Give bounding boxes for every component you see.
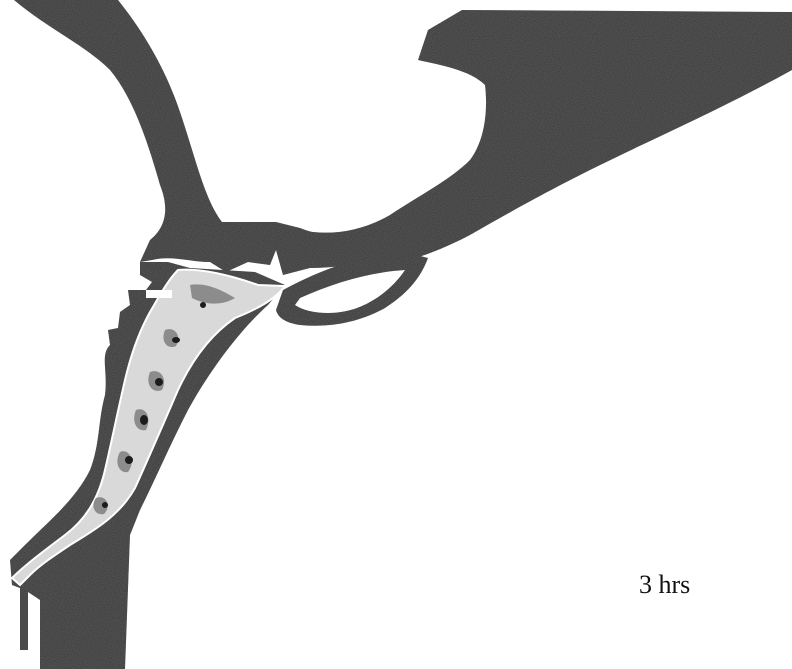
white-notch xyxy=(146,290,172,298)
upper-right-dark-region xyxy=(282,10,792,267)
time-label: 3 hrs xyxy=(639,570,690,600)
upper-left-dark-region xyxy=(14,0,276,272)
